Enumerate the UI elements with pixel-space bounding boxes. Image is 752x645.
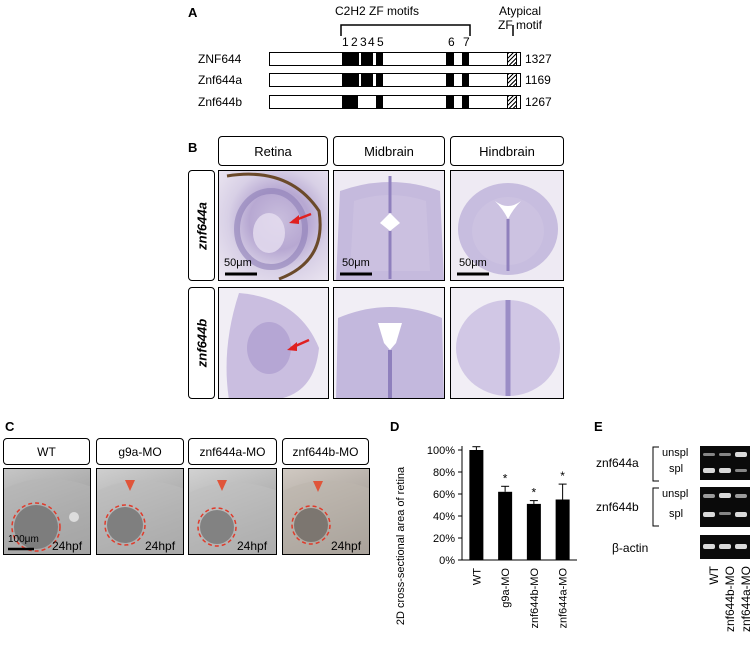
gene-label-bactin: β-actin <box>612 541 649 555</box>
stage-label: 24hpf <box>237 539 268 553</box>
row-header-znf644b: znf644b <box>188 287 215 399</box>
panel-c-label: C <box>5 419 15 434</box>
bar <box>555 499 570 560</box>
y-tick-label: 40% <box>433 511 455 523</box>
y-tick-label: 80% <box>433 467 455 479</box>
condition-tab-znf644a: znf644a-MO <box>188 438 277 465</box>
protein-bar-znf644 <box>269 52 521 66</box>
band-label-spl: spl <box>669 463 684 475</box>
c2h2-header: C2H2 ZF motifs <box>335 4 420 18</box>
motif-num-1: 1 <box>342 35 349 49</box>
atypical-line2: ZF motif <box>498 18 542 32</box>
x-tick-label: znf644b-MO <box>529 568 541 629</box>
x-tick-label: WT <box>471 568 483 585</box>
panel-d-label: D <box>390 419 400 434</box>
gene-label-znf644b: znf644b <box>596 500 639 514</box>
col-header-retina: Retina <box>218 136 328 166</box>
motif-num-4: 4 <box>368 35 375 49</box>
retina-area-chart: 0% 20% 40% 60% 80% 100% WT * g9a-MO * znf644b-MO * z… <box>427 445 577 629</box>
y-tick-label: 20% <box>433 533 455 545</box>
motif-num-2: 2 <box>351 35 358 49</box>
stage-label: 24hpf <box>331 539 362 553</box>
row-label: znf644b <box>194 318 209 368</box>
y-tick-label: 60% <box>433 489 455 501</box>
x-tick-label: g9a-MO <box>500 568 512 608</box>
motif-num-7: 7 <box>463 35 470 49</box>
motif-num-6: 6 <box>448 35 455 49</box>
image-retina-znf644a: 50μm <box>218 170 329 281</box>
lane-label-wt: WT <box>707 566 721 585</box>
panel-e-label: E <box>594 419 603 434</box>
scale-bar-label: 100μm <box>8 534 39 545</box>
x-tick-label: znf644a-MO <box>558 568 570 629</box>
stage-label: 24hpf <box>145 539 176 553</box>
protein-bar-znf644a <box>269 73 521 87</box>
condition-tab-znf644b: znf644b-MO <box>282 438 369 465</box>
panel-a-label: A <box>188 5 198 20</box>
protein-length: 1169 <box>525 73 551 87</box>
col-header-midbrain: Midbrain <box>333 136 445 166</box>
band-label-unspl: unspl <box>662 488 689 500</box>
bracket-znf644b <box>652 487 659 527</box>
atypical-line1: Atypical <box>498 4 542 18</box>
scale-bar-label: 50μm <box>224 257 252 269</box>
y-axis-label: 2D cross-sectional area of retina <box>395 466 407 626</box>
bracket-znf644a <box>652 446 659 482</box>
image-retina-znf644b <box>218 287 329 399</box>
bar <box>498 491 513 560</box>
significance-marker: * <box>560 469 565 483</box>
stage-label: 24hpf <box>52 539 83 553</box>
protein-name: Znf644b <box>198 95 243 109</box>
col-header-hindbrain: Hindbrain <box>450 136 564 166</box>
scale-bar-label: 50μm <box>459 257 487 269</box>
row-label: znf644a <box>194 201 209 250</box>
embryo-image-znf644b: 24hpf <box>282 468 370 555</box>
bar <box>526 503 541 560</box>
image-hindbrain-znf644b <box>450 287 564 399</box>
lane-label-znf644a-mo: znf644a-MO <box>739 566 752 633</box>
protein-length: 1267 <box>525 95 552 109</box>
embryo-image-wt: 100μm 24hpf <box>3 468 91 555</box>
condition-tab-g9a: g9a-MO <box>96 438 184 465</box>
y-tick-label: 0% <box>439 555 455 567</box>
row-header-znf644a: znf644a <box>188 170 215 281</box>
motif-num-3: 3 <box>360 35 367 49</box>
significance-marker: * <box>503 471 508 485</box>
bar <box>469 450 484 560</box>
protein-name: Znf644a <box>198 73 243 87</box>
embryo-image-znf644a: 24hpf <box>188 468 277 555</box>
significance-marker: * <box>532 486 537 500</box>
motif-bracket <box>340 24 514 36</box>
gel-bactin <box>700 535 750 559</box>
y-tick-label: 100% <box>427 445 455 457</box>
atypical-header: Atypical ZF motif <box>495 4 545 32</box>
condition-tab-wt: WT <box>3 438 90 465</box>
band-label-spl: spl <box>669 508 684 520</box>
image-midbrain-znf644b <box>333 287 445 399</box>
lane-label-znf644b-mo: znf644b-MO <box>723 566 737 633</box>
protein-length: 1327 <box>525 52 552 66</box>
image-hindbrain-znf644a: 50μm <box>450 170 564 281</box>
protein-name: ZNF644 <box>198 52 242 66</box>
motif-num-5: 5 <box>377 35 384 49</box>
panel-b-label: B <box>188 140 198 155</box>
protein-bar-znf644b <box>269 95 521 109</box>
band-label-unspl: unspl <box>662 447 689 459</box>
gel-znf644b <box>700 487 750 527</box>
gene-label-znf644a: znf644a <box>596 456 639 470</box>
embryo-image-g9a: 24hpf <box>96 468 184 555</box>
scale-bar-label: 50μm <box>342 257 370 269</box>
image-midbrain-znf644a: 50μm <box>333 170 445 281</box>
gel-znf644a <box>700 446 750 480</box>
